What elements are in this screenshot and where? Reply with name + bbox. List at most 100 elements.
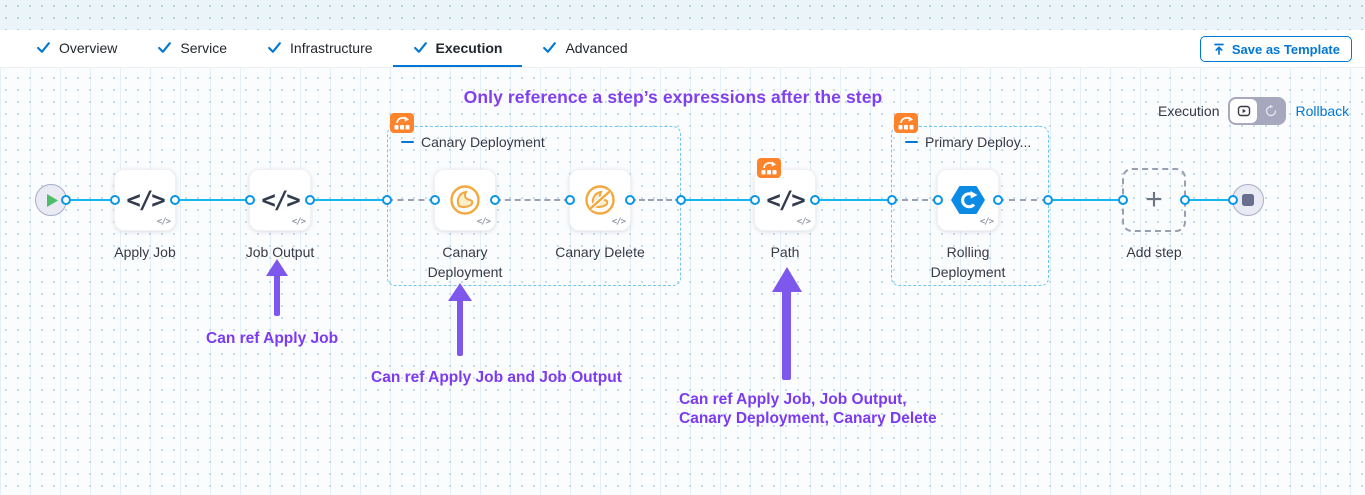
group-title: Primary Deploy... [905,134,1031,150]
connector-port[interactable] [676,195,686,205]
collapse-icon[interactable] [401,140,414,144]
execution-toggle-segment[interactable] [1230,99,1258,123]
connector-port[interactable] [565,195,575,205]
tab-label: Advanced [565,39,628,56]
connector-line-dashed [892,199,938,201]
connector-line [310,199,387,201]
rollout-strategy-icon [390,113,414,133]
tab-service[interactable]: Service [137,30,247,67]
plus-icon: + [1145,183,1163,216]
connector-line [1048,199,1123,201]
check-icon [413,42,427,53]
step-canary-delete[interactable]: </> [569,169,631,231]
step-rolling-deployment[interactable]: </> [937,169,999,231]
group-primary-deployment[interactable]: Primary Deploy... [891,126,1049,286]
connector-port[interactable] [110,195,120,205]
annotation-arrow-icon [457,299,463,356]
connector-line [815,199,892,201]
canary-delete-icon [585,185,615,215]
group-title: Canary Deployment [401,134,545,150]
stage-tabbar: Overview Service Infrastructure Executio… [0,30,1365,68]
connector-line [66,199,115,201]
script-badge-icon: </> [291,217,306,227]
connector-port[interactable] [993,195,1003,205]
script-badge-icon: </> [611,217,626,227]
step-label: Path [770,244,800,260]
connector-port[interactable] [810,195,820,205]
connector-port[interactable] [1228,195,1238,205]
connector-port[interactable] [245,195,255,205]
connector-port[interactable] [170,195,180,205]
script-badge-icon: </> [979,217,994,227]
code-icon: </> [126,186,165,214]
rollback-link[interactable]: Rollback [1295,103,1350,119]
add-step-label: Add step [1126,244,1182,260]
step-job-output[interactable]: </> </> [249,169,311,231]
connector-port[interactable] [430,195,440,205]
step-path[interactable]: </> </> [754,169,816,231]
connector-port[interactable] [490,195,500,205]
rollout-strategy-icon [757,158,781,178]
execution-mode-label: Execution [1158,103,1220,119]
tab-advanced[interactable]: Advanced [522,30,647,67]
connector-port[interactable] [887,195,897,205]
connector-line-dashed [630,199,681,201]
annotation-arrow-icon [772,267,802,292]
connector-port[interactable] [61,195,71,205]
stop-icon [1242,194,1254,206]
annotation-can-ref-1: Can ref Apply Job [206,330,339,347]
tab-overview[interactable]: Overview [16,30,137,67]
tab-execution[interactable]: Execution [392,30,523,67]
step-label: Job Output [245,244,315,260]
add-step-button[interactable]: + [1122,168,1186,232]
group-label: Canary Deployment [421,134,545,150]
step-label: Canary Deployment [427,244,503,280]
save-as-template-button[interactable]: Save as Template [1199,36,1352,62]
script-badge-icon: </> [796,217,811,227]
save-as-template-label: Save as Template [1231,41,1340,57]
step-canary-deployment[interactable]: </> [434,169,496,231]
connector-port[interactable] [305,195,315,205]
connector-line [681,199,755,201]
step-label: Apply Job [114,244,176,260]
tab-label: Infrastructure [290,39,373,56]
connector-port[interactable] [750,195,760,205]
annotation-can-ref-3: Can ref Apply Job, Job Output, Canary De… [679,390,937,428]
annotation-can-ref-2: Can ref Apply Job and Job Output [371,369,622,386]
connector-port[interactable] [382,195,392,205]
connector-port[interactable] [933,195,943,205]
collapse-icon[interactable] [905,140,918,144]
connector-port[interactable] [625,195,635,205]
connector-port[interactable] [1043,195,1053,205]
tab-infrastructure[interactable]: Infrastructure [247,30,392,67]
step-label: Rolling Deployment [930,244,1006,280]
connector-line-dashed [998,199,1048,201]
tab-label: Service [180,39,228,56]
rollback-circle-icon [1265,104,1277,117]
annotation-line: Can ref Apply Job, Job Output, [679,391,907,408]
connector-port[interactable] [1118,195,1128,205]
connector-line [1185,199,1233,201]
rollback-toggle-segment[interactable] [1257,99,1284,123]
upload-template-icon [1213,43,1224,55]
play-icon [46,193,58,207]
check-icon [543,42,557,53]
expressions-note-heading: Only reference a step’s expressions afte… [463,87,883,107]
connector-line-dashed [495,199,570,201]
execution-rollback-toggle[interactable] [1228,97,1287,125]
annotation-arrow-icon [266,259,288,276]
check-icon [37,42,50,53]
annotation-arrow-icon [274,274,280,316]
annotation-arrow-icon [782,289,791,380]
step-apply-job[interactable]: </> </> [114,169,176,231]
step-label: Canary Delete [555,244,645,260]
group-canary-deployment[interactable]: Canary Deployment [387,126,681,286]
check-icon [158,42,172,53]
script-badge-icon: </> [156,217,171,227]
code-icon: </> [766,186,805,214]
connector-port[interactable] [1180,195,1190,205]
tab-label: Execution [435,39,503,56]
connector-line-dashed [387,199,435,201]
